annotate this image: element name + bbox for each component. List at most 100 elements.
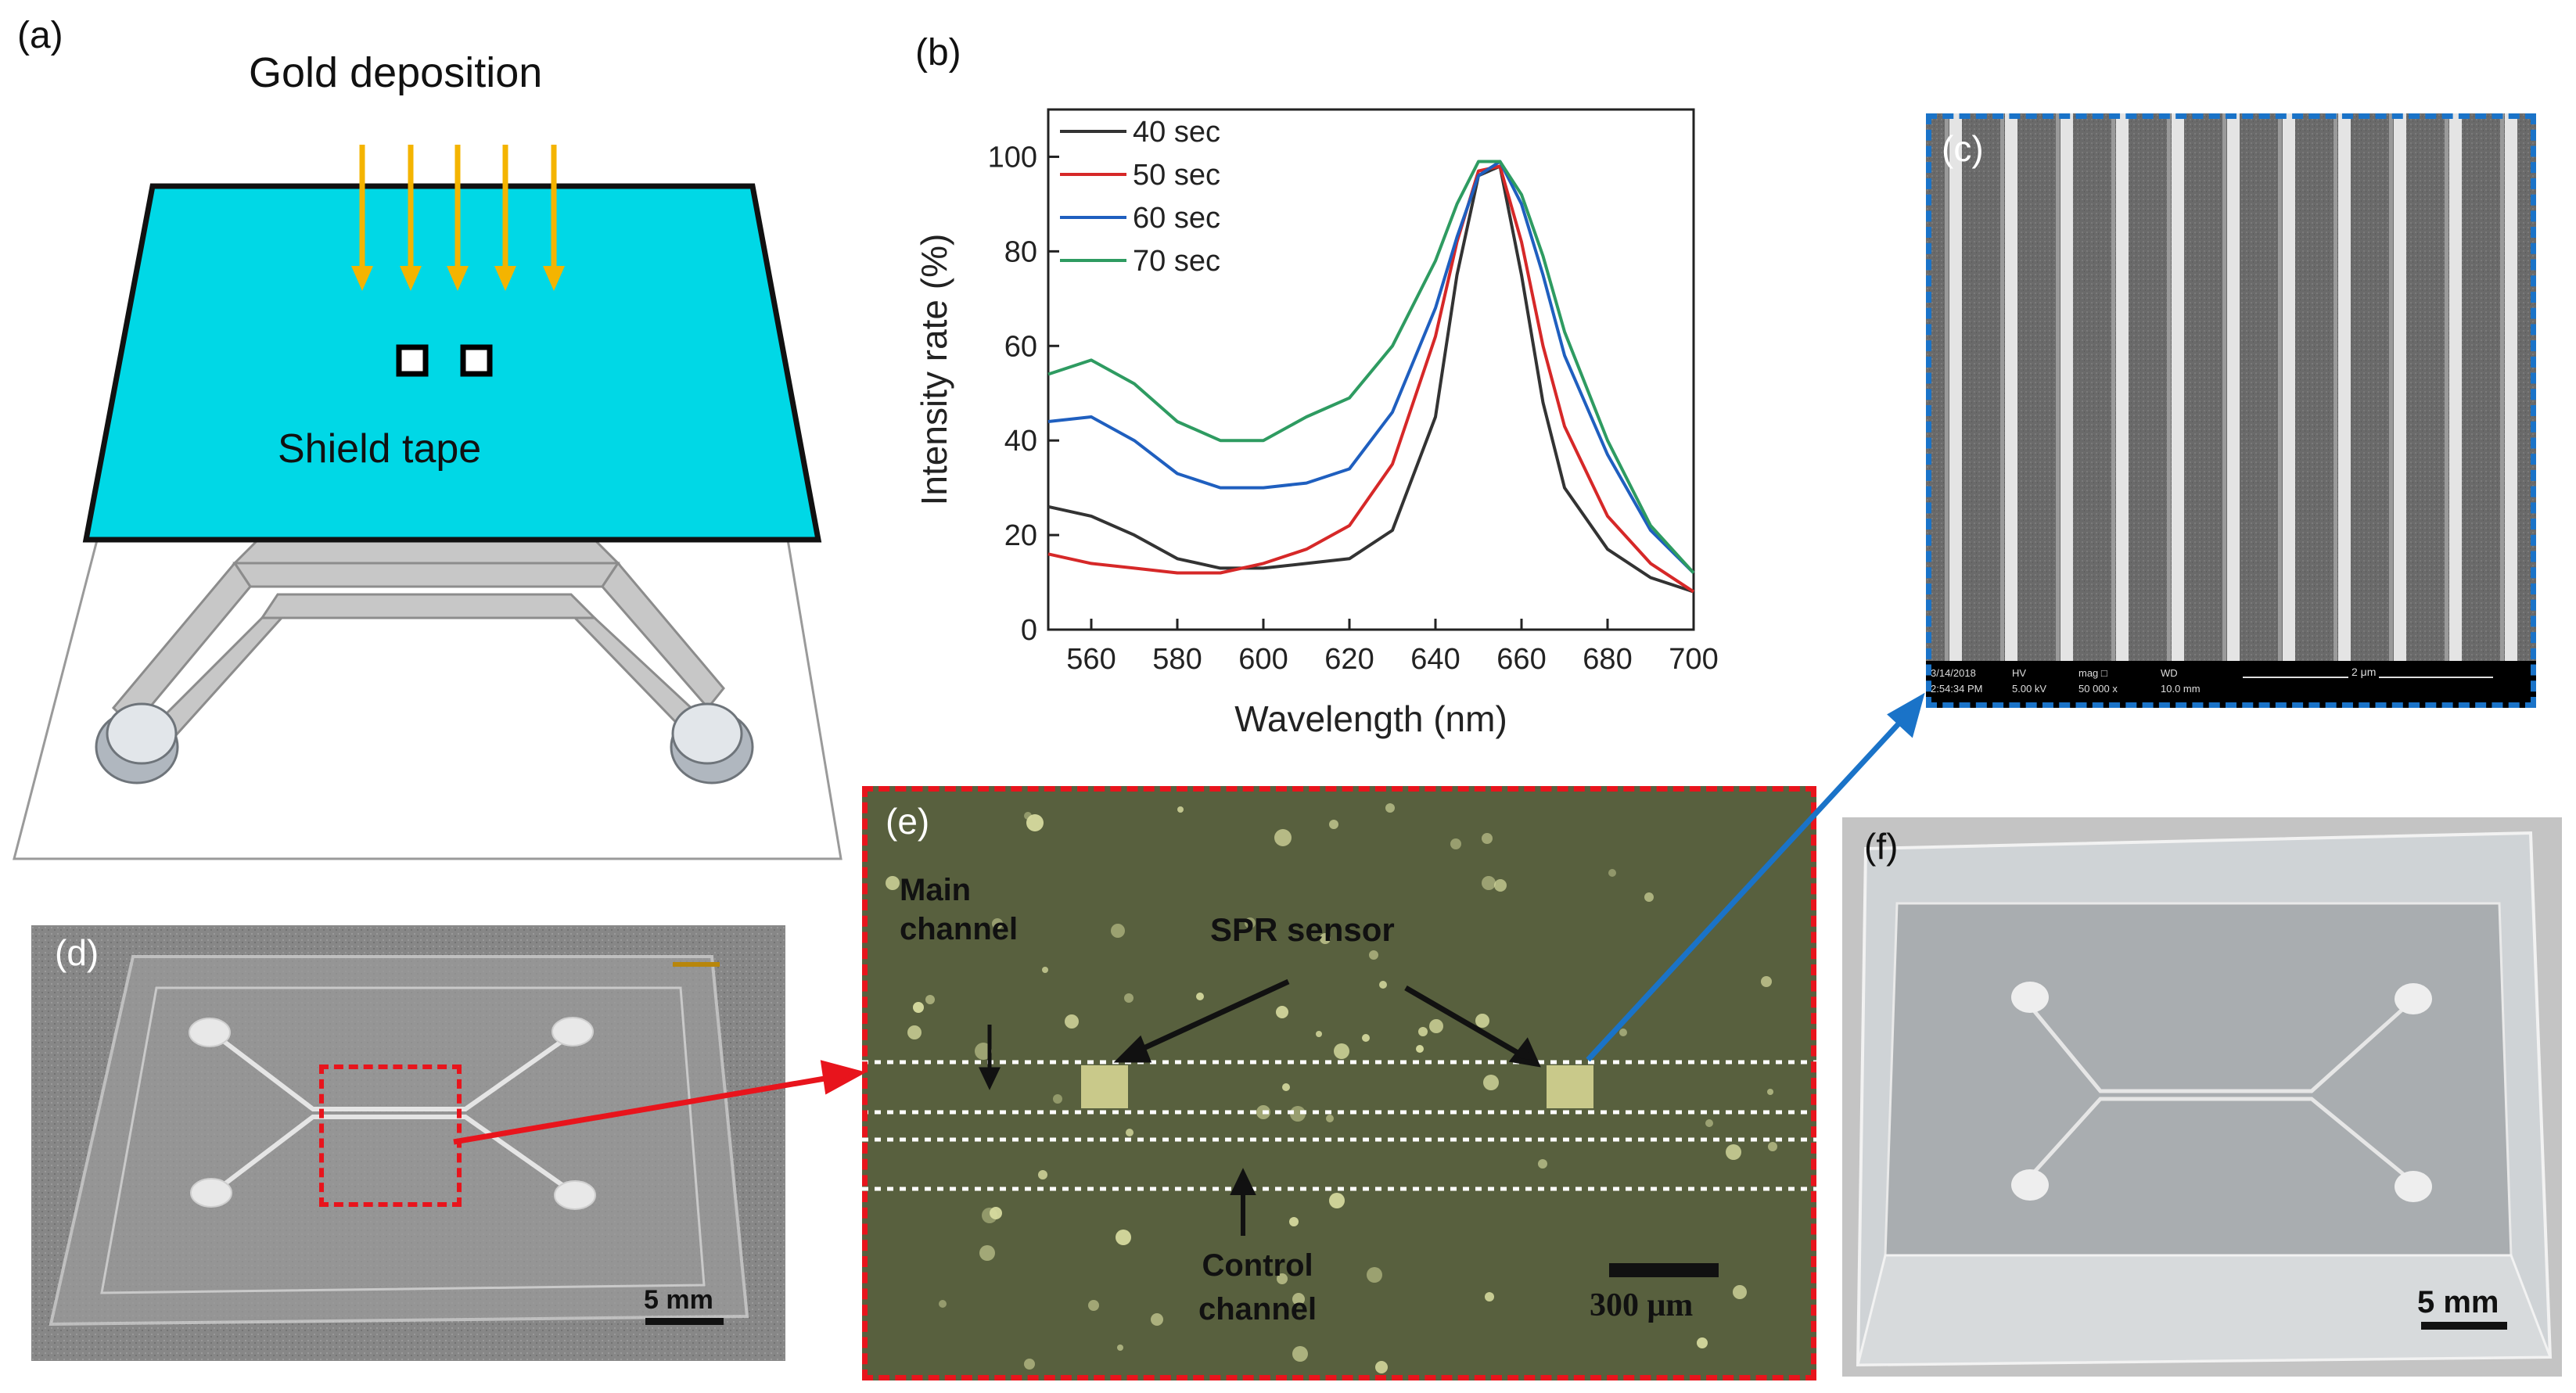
- grating-line: [2227, 113, 2240, 661]
- y-tick-label: 0: [1021, 614, 1037, 647]
- particle-dot: [1274, 829, 1292, 846]
- particle-dot: [1126, 1129, 1134, 1136]
- chip-d-channels: [189, 1017, 596, 1210]
- particle-dot: [1277, 1273, 1288, 1284]
- grating-edge: [2389, 113, 2393, 661]
- y-tick-label: 100: [988, 141, 1037, 174]
- channel-boundary-lines: [862, 1060, 1816, 1191]
- particle-dot: [1245, 917, 1256, 928]
- panel-a-letter: (a): [17, 15, 63, 56]
- scale-bar-f: [2421, 1322, 2507, 1330]
- main-channel-label-line2: channel: [900, 912, 1019, 946]
- particle-dot: [1379, 981, 1387, 989]
- sem-mag-label: mag □: [2078, 667, 2107, 679]
- main-channel-label: Main channel: [900, 871, 1018, 949]
- particle-dot: [1485, 1292, 1494, 1301]
- particle-dot: [1362, 1034, 1370, 1042]
- sem-hv-value: 5.00 kV: [2012, 683, 2047, 695]
- microscope-drawing: [862, 803, 1816, 1373]
- grating-edge: [2111, 113, 2115, 661]
- spr-sensor-pad-1: [1081, 1065, 1128, 1108]
- grating-edge: [2000, 113, 2004, 661]
- shield-tape-mask: [82, 183, 822, 543]
- scale-label-f: 5 mm: [2417, 1285, 2499, 1319]
- particle-dot: [1111, 924, 1125, 938]
- panel-c-letter: (c): [1942, 128, 1984, 169]
- grating-line: [2060, 113, 2073, 661]
- grating-line: [1949, 113, 1962, 661]
- panel-b-letter: (b): [915, 32, 961, 74]
- particle-dot: [1450, 838, 1461, 849]
- sem-dashed-frame: [1926, 113, 2536, 708]
- scale-bar-d: [645, 1318, 724, 1325]
- y-tick-label: 60: [1004, 330, 1037, 363]
- particle-dot: [1116, 1230, 1131, 1245]
- legend-label-3: 60 sec: [1133, 202, 1220, 235]
- x-tick-label: 700: [1669, 643, 1718, 676]
- particle-dot: [1292, 1346, 1308, 1362]
- particle-dot: [1196, 993, 1204, 1000]
- grating-edge: [2333, 113, 2337, 661]
- particle-dot: [992, 918, 1003, 929]
- particle-dot: [1329, 820, 1338, 829]
- sem-mag-value: 50 000 x: [2078, 683, 2118, 695]
- particle-dot: [1726, 1144, 1741, 1160]
- particle-dot: [1429, 1019, 1443, 1033]
- microchannel-network: [111, 538, 725, 737]
- grating-line: [2283, 113, 2295, 661]
- particle-dot: [1289, 1217, 1299, 1226]
- sem-gratings: [1926, 113, 2536, 708]
- spr-sensor-label: SPR sensor: [1210, 911, 1395, 948]
- x-tick-label: 660: [1496, 643, 1546, 676]
- particle-dot: [1124, 993, 1134, 1003]
- grating-edge: [1945, 113, 1949, 661]
- series-line-1: [1047, 164, 1694, 594]
- grating-edge: [2222, 113, 2226, 661]
- x-axis-label: Wavelength (nm): [1234, 698, 1507, 739]
- particle-dot: [1768, 1142, 1777, 1151]
- particle-dot: [1026, 814, 1044, 831]
- chip-photo-d: (d) 5 mm: [31, 925, 785, 1361]
- chip-f-wells: [2011, 982, 2432, 1202]
- particle-dot: [1494, 879, 1507, 892]
- sem-wd-block: WD 10.0 mm: [2161, 666, 2201, 697]
- particle-dot: [1418, 1027, 1428, 1036]
- scale-label-d: 5 mm: [644, 1285, 713, 1315]
- sem-hv-label: HV: [2012, 667, 2027, 679]
- particle-dot: [939, 1300, 947, 1308]
- legend-label-1: 40 sec: [1133, 116, 1220, 149]
- panel-d-letter: (d): [55, 932, 99, 973]
- outlet-well-right: [670, 702, 754, 784]
- y-tick-label: 40: [1004, 425, 1037, 458]
- series-line-3: [1047, 160, 1695, 574]
- particle-dot: [1329, 1193, 1345, 1208]
- legend-label-2: 50 sec: [1133, 159, 1220, 192]
- particle-dot: [907, 1025, 922, 1039]
- grating-line: [2116, 113, 2129, 661]
- sem-date: 3/14/2018: [1931, 667, 1976, 679]
- panel-f-letter: (f): [1864, 826, 1899, 867]
- scale-bar-e: [1609, 1263, 1719, 1277]
- control-channel-label-line1: Control: [1202, 1248, 1313, 1283]
- particle-dot: [1416, 1045, 1424, 1053]
- particle-dot: [1697, 1337, 1708, 1348]
- series-line-4: [1047, 160, 1695, 574]
- particle-dot: [1320, 933, 1331, 944]
- particle-dot: [1705, 1119, 1713, 1127]
- grating-line: [2394, 113, 2406, 661]
- particle-dot: [1475, 1014, 1489, 1028]
- x-tick-label: 560: [1066, 643, 1116, 676]
- zoom-region-box: [319, 1064, 462, 1207]
- sem-wd-value: 10.0 mm: [2161, 683, 2201, 695]
- particle-dot: [1375, 1361, 1388, 1373]
- scale-label-e: 300 μm: [1590, 1287, 1694, 1323]
- particle-dot: [1367, 1267, 1382, 1283]
- legend-label-4: 70 sec: [1133, 245, 1220, 278]
- particle-dot: [1290, 1106, 1306, 1122]
- y-tick-label: 20: [1004, 519, 1037, 552]
- spr-sensor-arrows: [1113, 978, 1541, 1068]
- particle-dot: [1177, 806, 1184, 813]
- chip-photo-f: (f) 5 mm: [1842, 817, 2562, 1377]
- grating-line: [2449, 113, 2462, 661]
